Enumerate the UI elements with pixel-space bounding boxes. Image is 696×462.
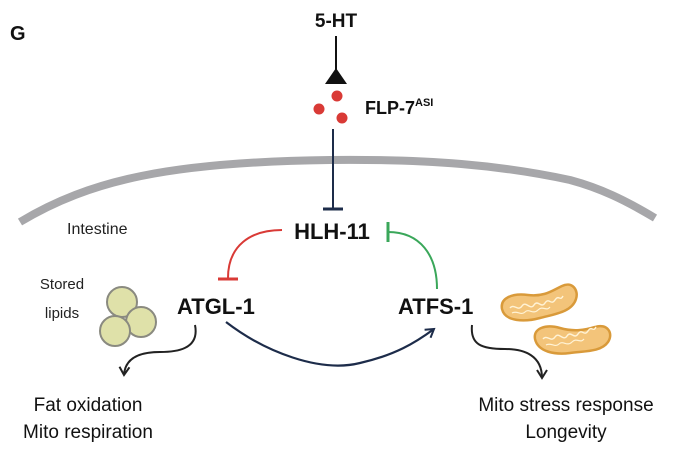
- activation-arrowhead-icon: [325, 68, 347, 84]
- hlh11-label: HLH-11: [294, 219, 370, 244]
- hlh11-inhibits-atgl1-line: [227, 229, 283, 279]
- atgl1-activates-atfs1-arrow: [225, 321, 436, 367]
- mitochondrion: [533, 324, 612, 355]
- atgl1-label: ATGL-1: [177, 294, 255, 319]
- atgl1-outcome-line1: Fat oxidation: [34, 395, 143, 416]
- stored-lipids-label-line1: Stored: [40, 276, 84, 293]
- neuropeptide-dot: [331, 90, 343, 102]
- neuropeptide-dot: [313, 103, 325, 115]
- intestine-label: Intestine: [67, 221, 128, 238]
- flp7-superscript: ASI: [415, 97, 433, 109]
- atgl1-outcome-line2: Mito respiration: [23, 422, 153, 443]
- panel-label: G: [10, 23, 26, 45]
- flp7-label: FLP-7ASI: [365, 97, 433, 118]
- flp7-name: FLP-7: [365, 98, 415, 118]
- serotonin-label: 5-HT: [315, 11, 358, 32]
- atfs1-label: ATFS-1: [398, 294, 473, 319]
- neuropeptide-dots-icon: [313, 90, 348, 124]
- atfs1-inhibits-hlh11-line: [387, 231, 438, 290]
- atfs1-outcome-arrow: [470, 324, 548, 380]
- lipid-droplet: [99, 315, 131, 347]
- stored-lipids-label-line2: lipids: [45, 305, 79, 322]
- intestine-membrane: [17, 155, 658, 226]
- atfs1-outcome-line1: Mito stress response: [478, 395, 653, 416]
- mitochondria-icon: [500, 283, 612, 355]
- mitochondrion: [500, 283, 578, 322]
- lipid-droplets-icon: [99, 286, 157, 347]
- neuropeptide-dot: [336, 112, 348, 124]
- atfs1-outcome-line2: Longevity: [525, 422, 607, 443]
- atgl1-outcome-arrow: [118, 324, 197, 377]
